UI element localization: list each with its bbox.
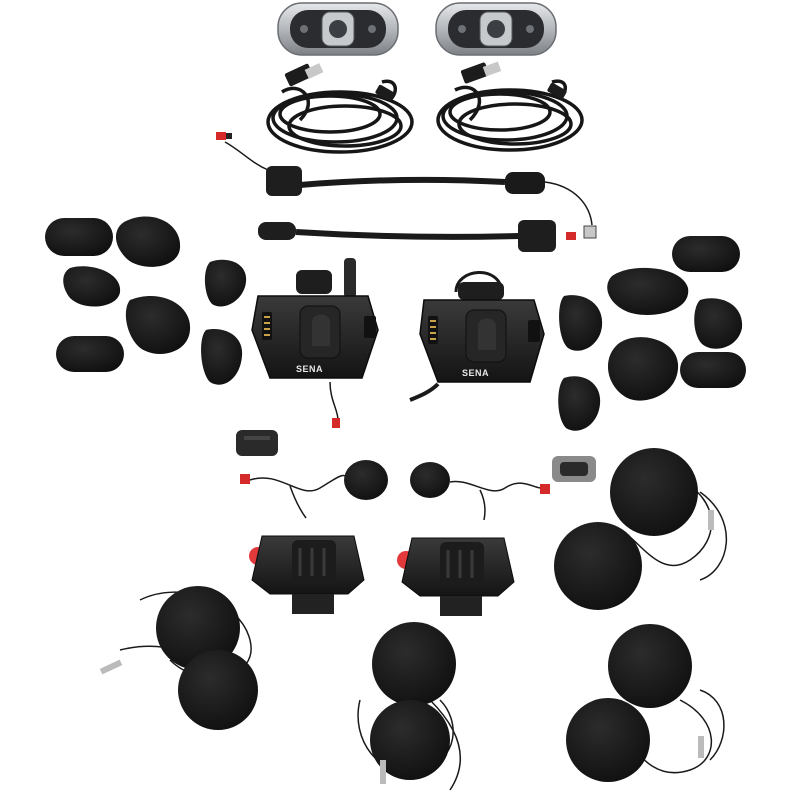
usb-cable-right [436, 79, 584, 152]
mic-holder-left [236, 430, 278, 456]
wired-mic-right [410, 462, 550, 521]
mic-holder-right [552, 456, 596, 482]
usb-plug-left [284, 63, 395, 102]
boom-microphone-bottom [258, 220, 597, 252]
foam-pads-left [45, 216, 247, 385]
glue-mount-base-left [249, 535, 365, 614]
speaker-set-top-right [554, 448, 727, 610]
speaker-set-bottom-right [566, 624, 725, 782]
speaker-set-bottom-left [99, 586, 258, 730]
glue-mount-base-right [397, 537, 515, 616]
brand-mark-right: SENA [462, 368, 489, 378]
headset-main-unit-right [435, 2, 557, 56]
headset-main-unit-left [277, 2, 399, 56]
usb-plug-right [460, 61, 567, 100]
helmet-clamp-unit-right: SENA [409, 271, 545, 402]
brand-mark-left: SENA [296, 364, 323, 374]
speaker-set-bottom-center [357, 622, 462, 791]
wired-mic-left [240, 460, 388, 519]
boom-microphone-top [216, 132, 593, 226]
helmet-clamp-unit-left: SENA [251, 258, 379, 428]
foam-pads-right [558, 236, 746, 431]
